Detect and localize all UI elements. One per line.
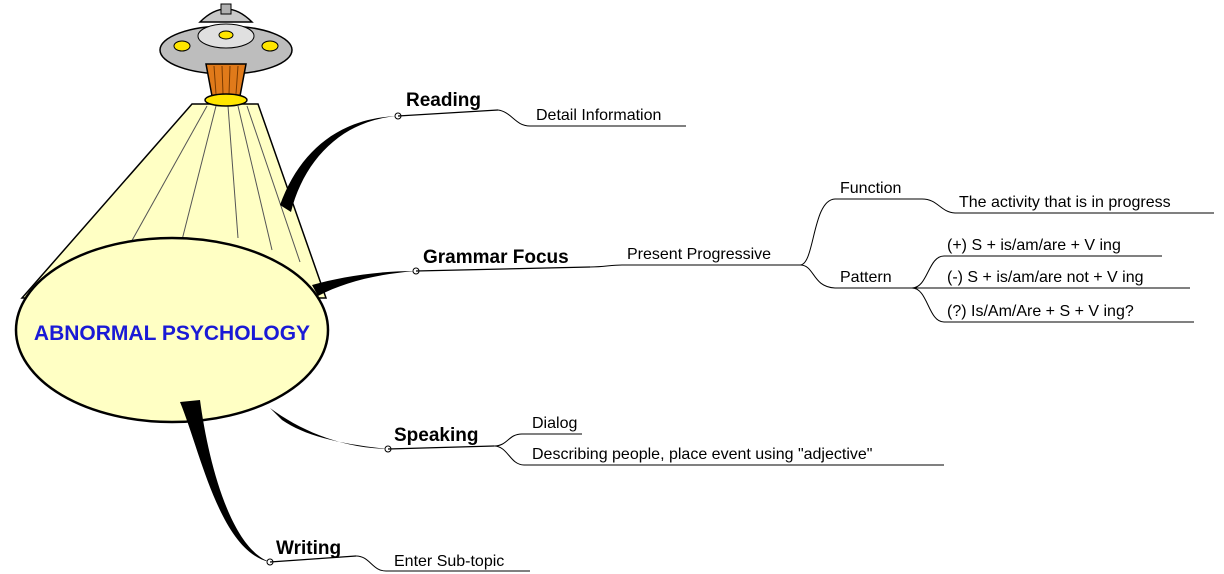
central-topic-label[interactable]: ABNORMAL PSYCHOLOGY — [34, 322, 310, 345]
main-branch-connectors — [180, 116, 416, 562]
ufo — [159, 3, 293, 107]
grammar-function-label[interactable]: Function — [840, 180, 901, 197]
ufo-beam-icon — [14, 3, 330, 424]
pattern-negative[interactable]: (-) S + is/am/are not + V ing — [947, 269, 1144, 286]
grammar-present-progressive[interactable]: Present Progressive — [627, 246, 771, 263]
reading-detail-information[interactable]: Detail Information — [536, 107, 661, 124]
speaking-dialog[interactable]: Dialog — [532, 415, 577, 432]
pattern-positive[interactable]: (+) S + is/am/are + V ing — [947, 237, 1121, 254]
grammar-function-detail[interactable]: The activity that is in progress — [959, 194, 1171, 211]
branch-grammar-label[interactable]: Grammar Focus — [423, 247, 569, 268]
main-branch-lines — [269, 109, 591, 563]
subtopic-connectors — [355, 109, 1214, 572]
grammar-pattern-label[interactable]: Pattern — [840, 269, 892, 286]
branch-speaking-label[interactable]: Speaking — [394, 425, 478, 446]
branch-writing-label[interactable]: Writing — [276, 538, 341, 559]
branch-reading-label[interactable]: Reading — [406, 90, 481, 111]
speaking-describing[interactable]: Describing people, place event using "ad… — [532, 446, 872, 463]
writing-enter-subtopic[interactable]: Enter Sub-topic — [394, 553, 504, 570]
beam-rays — [119, 105, 301, 263]
pattern-question[interactable]: (?) Is/Am/Are + S + V ing? — [947, 303, 1134, 320]
beam-cone-base — [14, 236, 330, 424]
